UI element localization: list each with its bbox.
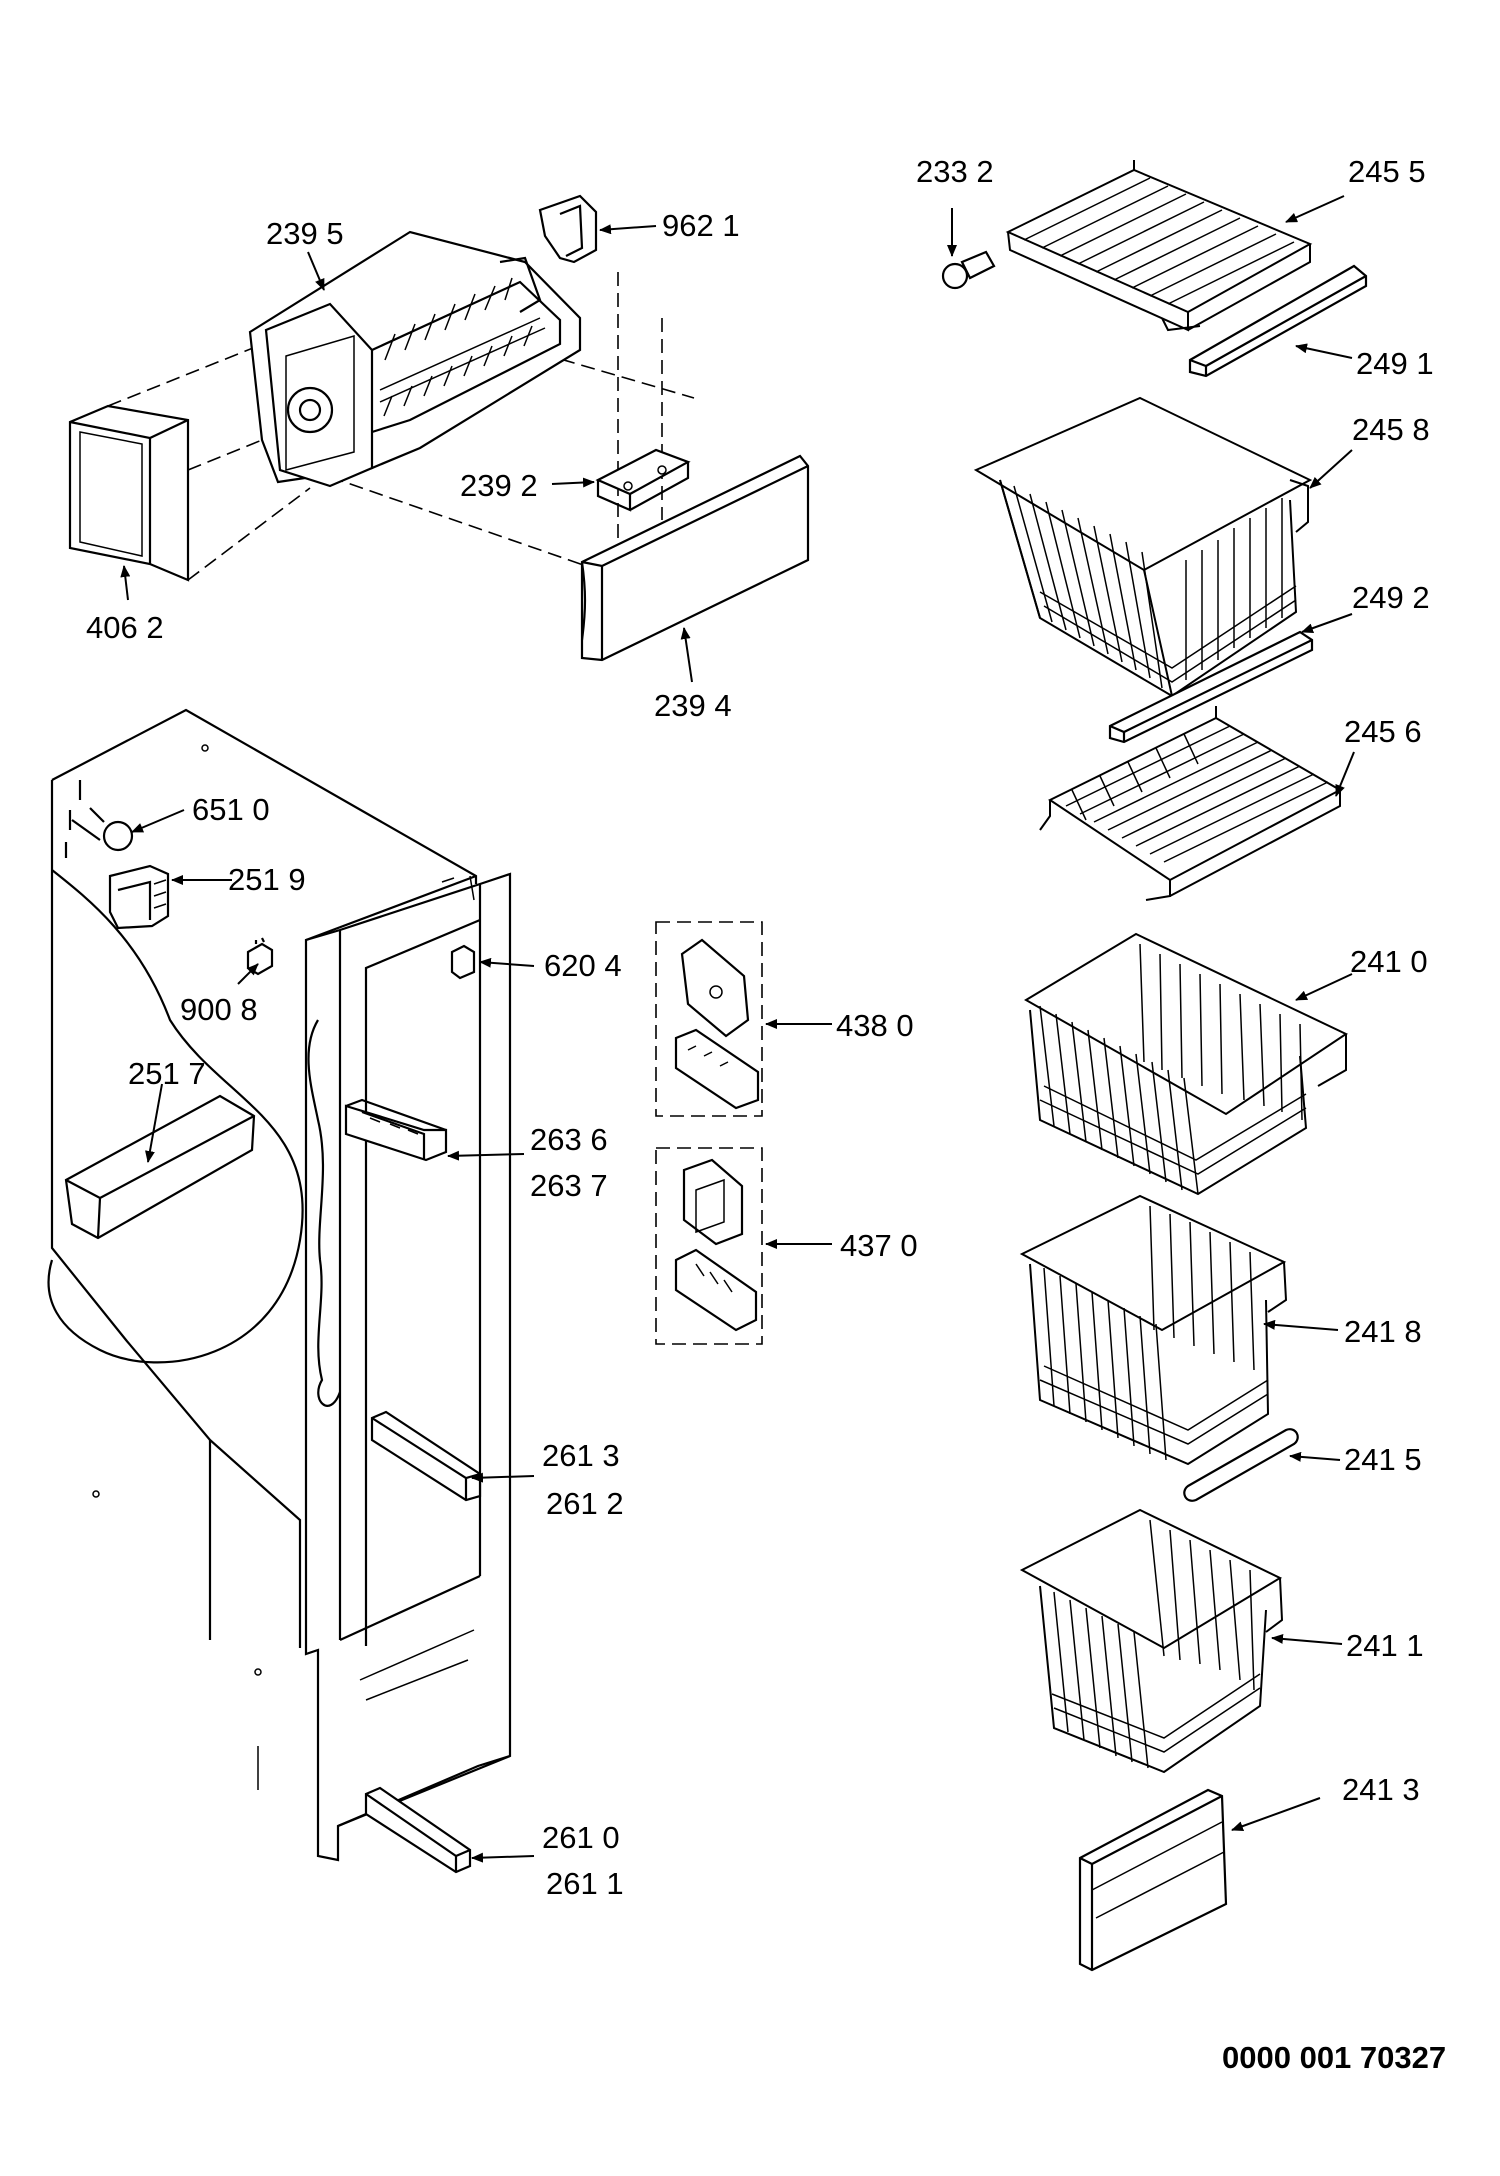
part-label: 263 6 [530, 1122, 608, 1157]
part-label: 437 0 [840, 1228, 918, 1263]
part-label: 245 5 [1348, 154, 1426, 189]
part-label: 261 0 [542, 1820, 620, 1855]
part-label: 261 2 [546, 1486, 624, 1521]
part-label: 251 9 [228, 862, 306, 897]
shelf-stop-knob [941, 250, 996, 290]
part-labels: 239 5 962 1 239 2 406 2 239 4 233 2 245 … [86, 154, 1434, 1901]
part-label: 233 2 [916, 154, 994, 189]
ice-maker-clip [538, 194, 598, 264]
part-label: 651 0 [192, 792, 270, 827]
part-label: 241 5 [1344, 1442, 1422, 1477]
lamp-cover [108, 864, 170, 930]
part-label: 261 1 [546, 1866, 624, 1901]
wire-basket-241-1 [1019, 1508, 1284, 1774]
part-label: 962 1 [662, 208, 740, 243]
part-label: 406 2 [86, 610, 164, 645]
part-label: 241 8 [1344, 1314, 1422, 1349]
sensor-620-4 [450, 944, 476, 980]
ice-maker-unit [248, 230, 582, 488]
bracket-239-2 [595, 448, 691, 512]
part-label: 251 7 [128, 1056, 206, 1091]
basket-front-flap [1078, 1788, 1228, 1972]
leader-lines [120, 195, 1355, 1863]
part-label: 438 0 [836, 1008, 914, 1043]
part-label: 241 1 [1346, 1628, 1424, 1663]
wire-basket-241-8 [1019, 1194, 1288, 1466]
wire-shelf-245-5 [1005, 160, 1313, 332]
wire-shelf-245-6 [1039, 706, 1343, 901]
part-label: 249 2 [1352, 580, 1430, 615]
basket-rod-241-5 [1183, 1428, 1299, 1502]
air-duct [64, 1094, 256, 1240]
control-board-437-0 [655, 1147, 763, 1345]
part-label: 245 6 [1344, 714, 1422, 749]
part-label: 249 1 [1356, 346, 1434, 381]
wire-basket-241-0 [1024, 932, 1349, 1196]
part-label: 241 3 [1342, 1772, 1420, 1807]
part-label: 241 0 [1350, 944, 1428, 979]
ice-tray-cover [580, 454, 810, 662]
part-label: 261 3 [542, 1438, 620, 1473]
part-label: 263 7 [530, 1168, 608, 1203]
document-number: 0000 001 70327 [1222, 2040, 1447, 2075]
part-label: 239 4 [654, 688, 732, 723]
shelf-trim-249-1 [1188, 264, 1368, 378]
part-label: 245 8 [1352, 412, 1430, 447]
ice-maker-assembly [68, 194, 810, 662]
shelf-trim-249-2 [1108, 630, 1314, 744]
ice-maker-front-cover [68, 404, 190, 582]
lamp-bulb [64, 780, 134, 858]
freezer-liner-cabinet [47, 708, 512, 1874]
part-label: 239 2 [460, 468, 538, 503]
rail-upper [370, 1410, 482, 1502]
control-housing [344, 1098, 448, 1162]
part-label: 239 5 [266, 216, 344, 251]
door-switch [246, 937, 274, 976]
control-board-438-0 [655, 921, 763, 1117]
part-label: 900 8 [180, 992, 258, 1027]
part-label: 620 4 [544, 948, 622, 983]
rail-lower [364, 1786, 472, 1874]
